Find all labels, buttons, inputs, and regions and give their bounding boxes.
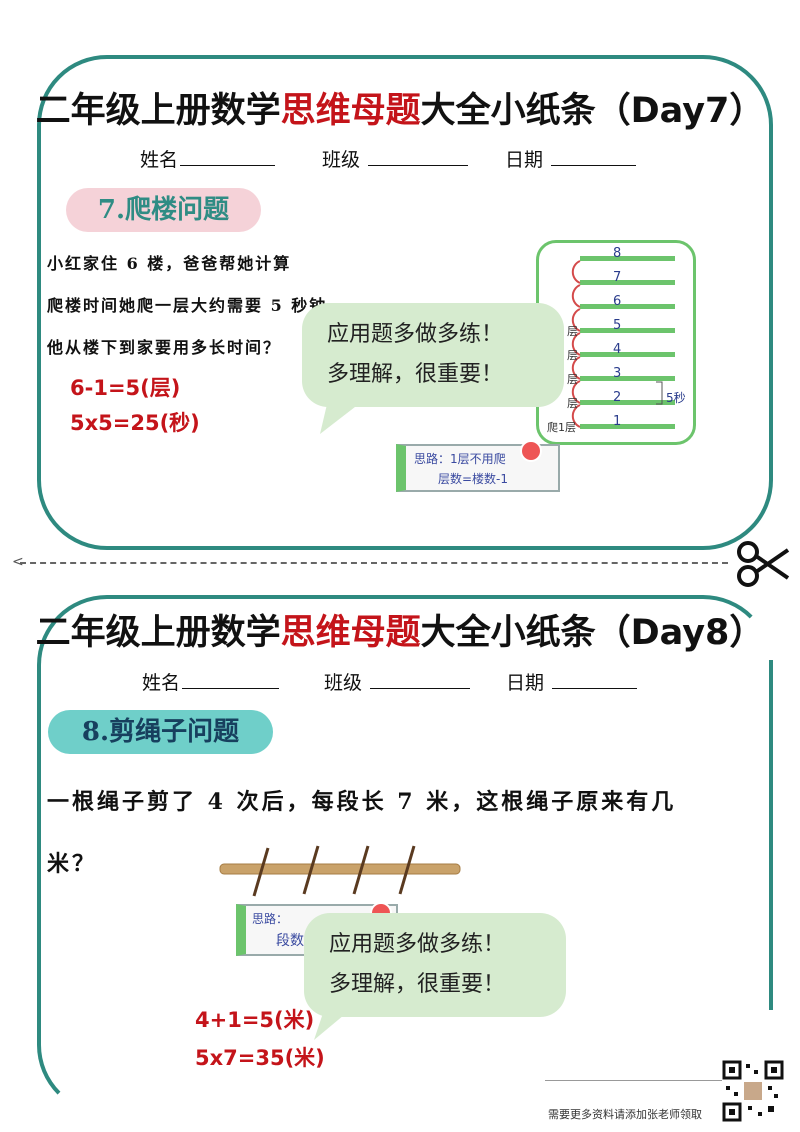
day7-question-line-1: 小红家住 6 楼，爸爸帮她计算 <box>47 254 292 273</box>
day8-speech-bubble: 应用题多做多练！ 多理解，很重要！ <box>304 913 566 1017</box>
stair-side-label: 爬1层 <box>547 421 576 434</box>
day7-bubble-line-2: 多理解，很重要！ <box>327 362 504 387</box>
stair-number-2: 2 <box>613 390 622 405</box>
stair-line <box>580 376 675 381</box>
day7-answer-1: 6-1=5(层) <box>70 376 181 400</box>
day8-card <box>37 595 773 1115</box>
stair-arc <box>571 356 581 380</box>
stair-line <box>580 280 675 285</box>
day8-name-label: 姓名 <box>142 672 181 694</box>
stair-line <box>580 328 675 333</box>
stair-line <box>580 256 675 261</box>
footer-text: 需要更多资料请添加张老师领取 <box>548 1108 702 1121</box>
day7-class-label: 班级 <box>322 149 361 171</box>
day7-class-field[interactable] <box>368 147 469 166</box>
day7-name-field[interactable] <box>180 147 276 166</box>
day7-answer-2: 5x5=25(秒) <box>70 411 200 435</box>
seconds-label: 5秒 <box>666 391 686 405</box>
stair-line <box>580 400 675 405</box>
rope-figure <box>219 845 461 897</box>
seconds-bracket <box>656 381 663 405</box>
day7-hint-line-2: 层数=楼数-1 <box>438 472 509 486</box>
stair-line <box>580 352 675 357</box>
day8-bubble-line-2: 多理解，很重要！ <box>329 972 506 997</box>
day7-hint-badge-icon <box>520 440 542 462</box>
cut-mark <box>252 847 270 897</box>
day8-card-right-edge <box>769 660 773 1010</box>
stair-number-3: 3 <box>613 366 622 381</box>
rope <box>219 863 461 875</box>
day8-topic-pill: 8.剪绳子问题 <box>48 710 273 754</box>
day7-date-label: 日期 <box>505 149 544 171</box>
day7-speech-bubble: 应用题多做多练！ 多理解，很重要！ <box>302 303 564 407</box>
day8-class-field[interactable] <box>370 670 471 689</box>
day8-info-fields: 姓名 班级 日期 <box>0 668 800 698</box>
cut-mark <box>302 845 320 895</box>
stair-side-label: 层 <box>567 373 578 386</box>
stair-number-8: 8 <box>613 246 622 261</box>
stair-arc <box>571 404 581 428</box>
day8-question-line-1: 一根绳子剪了 4 次后，每段长 7 米，这根绳子原来有几 <box>47 789 677 815</box>
day8-name-field[interactable] <box>182 670 280 689</box>
stair-arc <box>571 284 581 308</box>
stair-number-5: 5 <box>613 318 622 333</box>
cut-mark <box>352 845 370 895</box>
stair-arc <box>571 260 581 284</box>
day8-bubble-tail <box>314 1010 350 1040</box>
day7-name-label: 姓名 <box>140 149 179 171</box>
day7-question-line-3: 他从楼下到家要用多长时间？ <box>47 338 282 357</box>
day8-answer-2: 5x7=35(米) <box>195 1046 325 1070</box>
cut-arrow-icon: < <box>12 554 24 570</box>
day8-hint-line-1: 思路： <box>252 912 289 926</box>
stair-side-label: 层 <box>567 349 578 362</box>
day7-topic-pill: 7.爬楼问题 <box>66 188 261 232</box>
day8-hint-line-2: 段数 <box>276 933 304 949</box>
stairs-figure: 8 7 6 5 4 3 2 1 层 层 层 层 爬1层 5秒 <box>536 240 696 445</box>
stair-number-6: 6 <box>613 294 622 309</box>
stair-arc <box>571 308 581 332</box>
qr-code-icon <box>722 1060 784 1122</box>
day7-bubble-tail <box>320 400 364 434</box>
day8-answer-1: 4+1=5(米) <box>195 1008 315 1032</box>
stair-line <box>580 424 675 429</box>
stair-line <box>580 304 675 309</box>
day8-question-line-2: 米？ <box>47 851 98 877</box>
stairs-svg <box>571 256 675 429</box>
day8-title: 二年级上册数学思维母题大全小纸条（Day8） <box>35 613 765 653</box>
stair-side-label: 层 <box>567 325 578 338</box>
scissors-icon <box>737 541 790 587</box>
cut-line <box>20 562 728 564</box>
day8-class-label: 班级 <box>324 672 363 694</box>
day8-date-label: 日期 <box>506 672 545 694</box>
stair-number-7: 7 <box>613 270 622 285</box>
stair-side-label: 层 <box>567 397 578 410</box>
stair-number-1: 1 <box>613 414 622 429</box>
footer-underline <box>545 1080 725 1081</box>
stair-arc <box>571 332 581 356</box>
day7-date-field[interactable] <box>551 147 637 166</box>
day7-bubble-line-1: 应用题多做多练！ <box>327 322 504 347</box>
day7-question-line-2: 爬楼时间她爬一层大约需要 5 秒钟 <box>47 296 328 315</box>
stair-number-4: 4 <box>613 342 622 357</box>
day7-info-fields: 姓名 班级 日期 <box>0 145 800 175</box>
day7-title: 二年级上册数学思维母题大全小纸条（Day7） <box>35 91 765 131</box>
day8-date-field[interactable] <box>552 670 638 689</box>
day7-hint-line-1: 思路：1层不用爬 <box>414 452 506 466</box>
cut-mark <box>398 845 416 895</box>
day8-bubble-line-1: 应用题多做多练！ <box>329 932 506 957</box>
stair-arc <box>571 380 581 404</box>
